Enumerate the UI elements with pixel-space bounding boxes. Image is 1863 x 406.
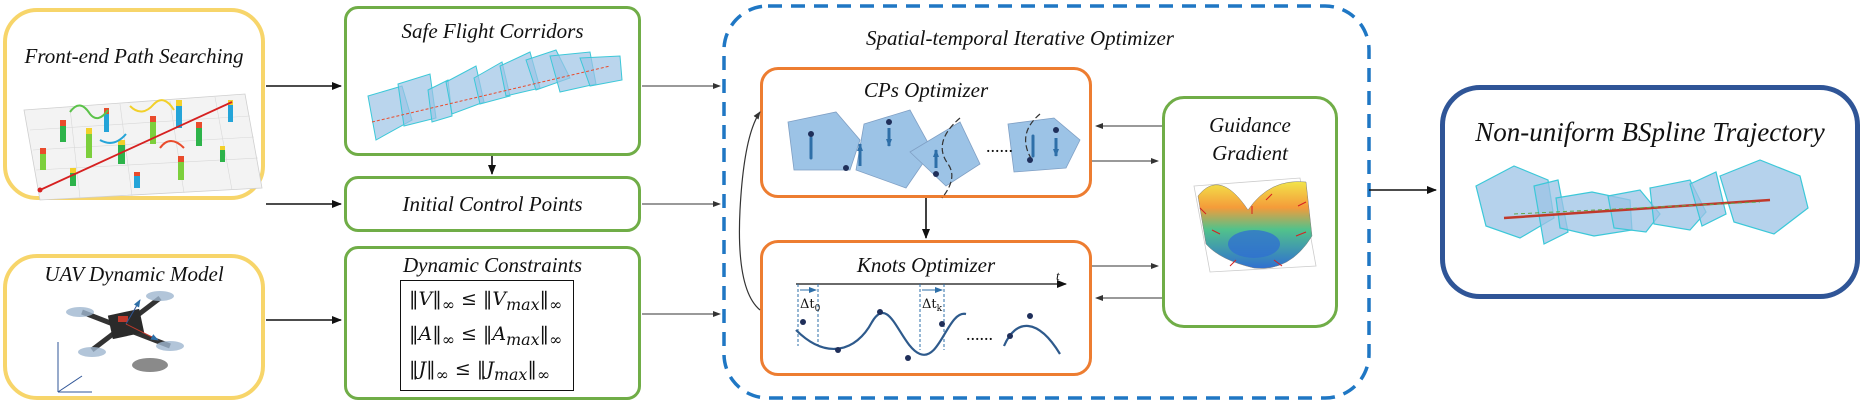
guidance-title-line1: Guidance — [1209, 113, 1291, 137]
knots-ellipsis: ...... — [966, 324, 993, 344]
constraints-frame: ‖V‖∞ ≤ ‖Vmax‖∞ ‖A‖∞ ≤ ‖Amax‖∞ ‖J‖∞ ≤ ‖Jm… — [400, 280, 574, 391]
initial-control-points-box: Initial Control Points — [344, 176, 641, 232]
uav-drone — [57, 291, 184, 393]
guidance-surface — [1193, 177, 1317, 273]
acceleration-constraint: ‖A‖∞ ≤ ‖Amax‖∞ — [409, 323, 563, 349]
cps-ellipsis: ...... — [986, 136, 1013, 156]
t-axis-label: t — [1056, 268, 1060, 283]
velocity-constraint: ‖V‖∞ ≤ ‖Vmax‖∞ — [409, 288, 563, 314]
knots-scene: t Δt0 Δtk ...... — [795, 268, 1067, 361]
optimizer-title: Spatial-temporal Iterative Optimizer — [866, 26, 1174, 50]
connectors — [266, 82, 1437, 324]
svg-text:Δt0: Δt0 — [800, 297, 821, 314]
knots-title: Knots Optimizer — [856, 253, 996, 277]
dt0-label: Δt — [800, 297, 815, 312]
cps-scene: ...... — [787, 109, 1081, 199]
sfc-title: Safe Flight Corridors — [401, 19, 584, 43]
frontend-scene — [23, 93, 263, 201]
optimizer-container — [722, 4, 1371, 400]
dtk-label: Δt — [922, 297, 937, 312]
sfc-corridor-scene — [367, 49, 623, 141]
uav-title: UAV Dynamic Model — [44, 262, 224, 286]
icp-title: Initial Control Points — [402, 192, 583, 216]
svg-text:Δtk: Δtk — [922, 297, 943, 314]
knots-optimizer-box: Knots Optimizer — [760, 240, 1092, 376]
guidance-title-line2: Gradient — [1212, 141, 1288, 165]
cps-title: CPs Optimizer — [863, 78, 989, 102]
output-title: Non-uniform BSpline Trajectory — [1475, 117, 1825, 147]
output-trajectory-scene — [1475, 159, 1809, 245]
frontend-title: Front-end Path Searching — [24, 44, 244, 68]
jerk-constraint: ‖J‖∞ ≤ ‖Jmax‖∞ — [409, 358, 550, 384]
dyn-title: Dynamic Constraints — [402, 253, 583, 277]
